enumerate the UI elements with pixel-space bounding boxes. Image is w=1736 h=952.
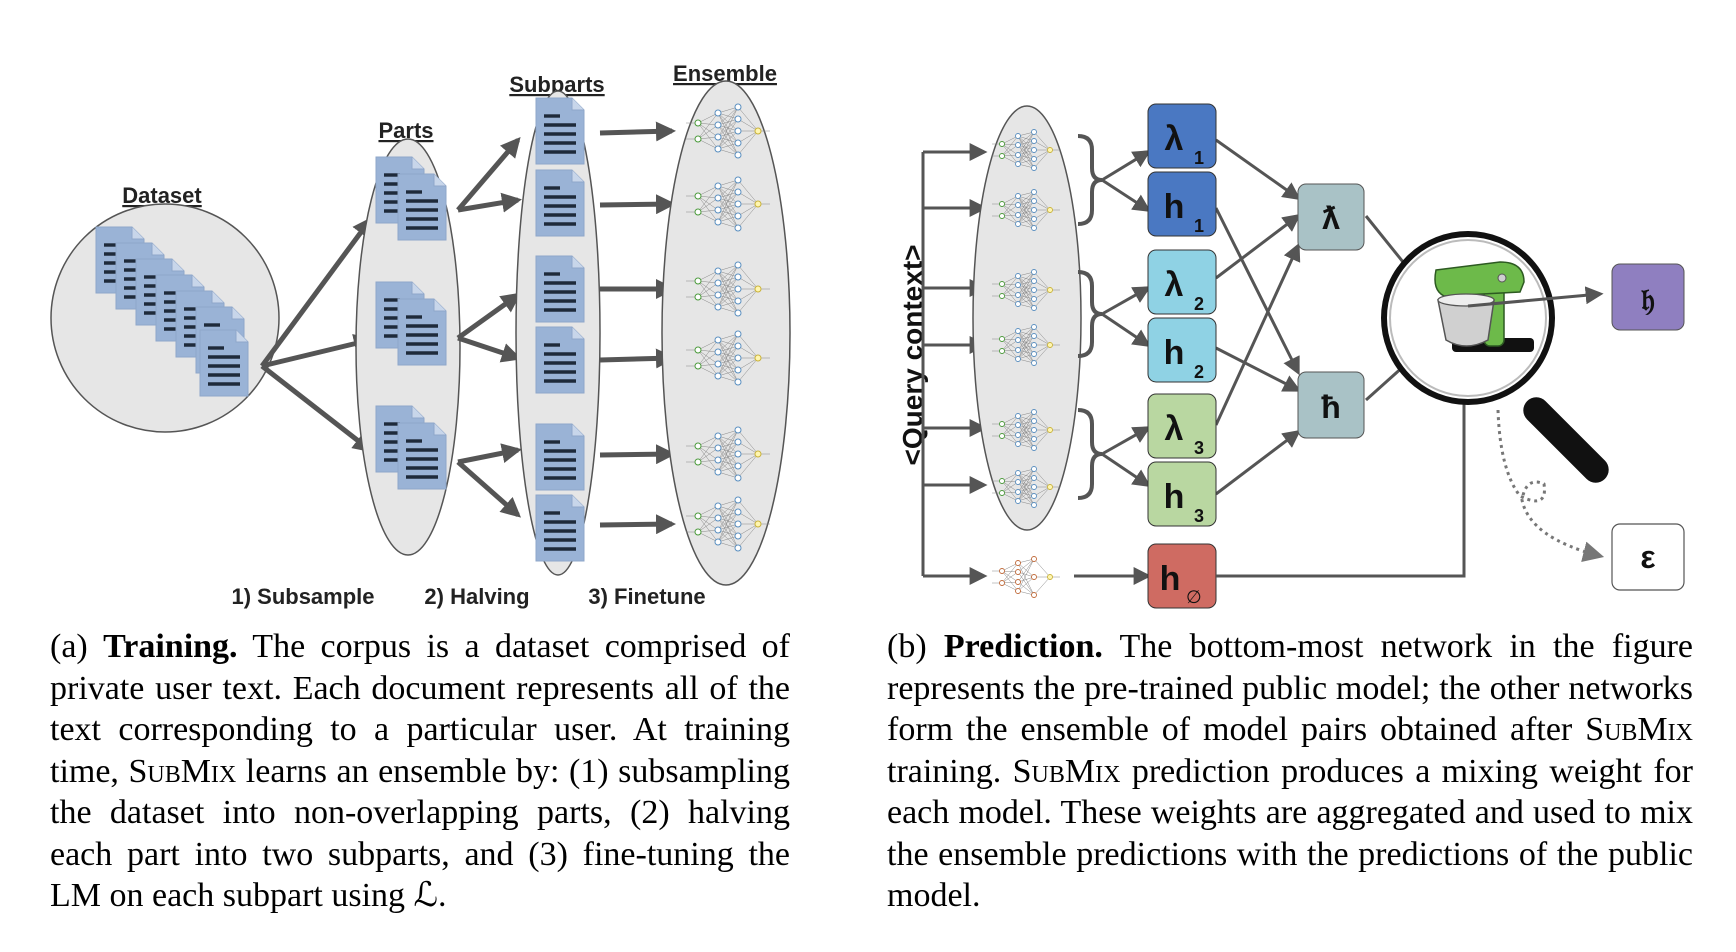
caption-training: (a) Training. The corpus is a dataset co… [50,626,790,917]
box-lambda-2-symbol: λ [1165,266,1184,304]
stand-mixer-icon [1434,261,1534,352]
box-h-2: h 2 [1147,317,1217,383]
panel-b-prediction-diagram: <Query context> [897,103,1685,609]
caption-b-text-2: training. [887,752,1013,790]
caption-b-text-3: prediction produces a mixing weight for … [887,752,1693,915]
step-halving: 2) Halving [424,584,529,609]
mixer-magnifier-icon [1381,231,1609,562]
halving-arrows [456,136,522,518]
box-lambda-2-subscript: 2 [1194,294,1204,314]
box-lambda-2: λ 2 [1147,249,1217,315]
box-h-bar: ħ [1297,371,1365,439]
subsample-arrows [259,216,374,453]
caption-b-text-1: The bottom-most network in the figure re… [887,628,1693,748]
caption-a-text-3: . [438,877,447,914]
box-h-1-symbol: h [1164,188,1185,226]
epsilon-symbol: ε [1640,539,1655,575]
box-h-2-subscript: 2 [1194,362,1204,382]
box-h-public-symbol: h [1160,560,1181,598]
prediction-ensemble-ellipse [972,105,1082,531]
box-h-2-symbol: h [1164,334,1185,372]
parts-documents [374,155,448,491]
box-h-3-symbol: h [1164,478,1185,516]
box-h-public-subscript: ∅ [1186,587,1202,607]
caption-b-submix-1: SubMix [1585,711,1693,748]
panel-a-training-diagram: Dataset Parts [50,61,791,609]
step-finetune: 3) Finetune [588,584,705,609]
box-h-1-subscript: 1 [1194,216,1204,236]
h-bar-symbol: ħ [1321,389,1341,425]
box-lambda-3-subscript: 3 [1194,438,1204,458]
ensemble-ellipse [661,80,791,586]
box-output-mixture: 𝔥 [1611,263,1685,331]
caption-a-text-1: The corpus is a dataset comprised of pri… [50,628,790,790]
box-h-3-subscript: 3 [1194,506,1204,526]
caption-a-label: (a) [50,628,104,665]
caption-a-text-2: learns an ensemble by: (1) subsampling t… [50,752,790,915]
query-input-lines [921,143,988,585]
caption-a-loss-symbol: ℒ [413,877,439,914]
caption-b-heading: Prediction. [943,628,1103,665]
box-lambda-1-symbol: λ [1165,120,1184,158]
box-lambda-3: λ 3 [1147,393,1217,459]
caption-a-submix: SubMix [128,752,237,790]
box-lambda-bar: ƛ [1297,183,1365,251]
caption-prediction: (b) Prediction. The bottom-most network … [887,626,1693,917]
box-h-3: h 3 [1147,461,1217,527]
step-subsample: 1) Subsample [231,584,374,609]
output-symbol: 𝔥 [1641,284,1655,317]
box-lambda-1-subscript: 1 [1194,148,1204,168]
brace-to-box-arrows [1101,150,1152,488]
aggregation-arrows [1214,138,1302,496]
caption-b-submix-2: SubMix [1012,752,1121,790]
finetune-arrows [599,121,676,535]
box-epsilon: ε [1611,523,1685,591]
lambda-bar-symbol: ƛ [1322,200,1340,236]
caption-a-heading: Training. [103,628,238,665]
caption-b-label: (b) [887,628,944,665]
box-h-public: h ∅ [1147,543,1217,609]
box-h-1: h 1 [1147,171,1217,237]
box-lambda-3-symbol: λ [1165,410,1184,448]
box-lambda-1: λ 1 [1147,103,1217,169]
